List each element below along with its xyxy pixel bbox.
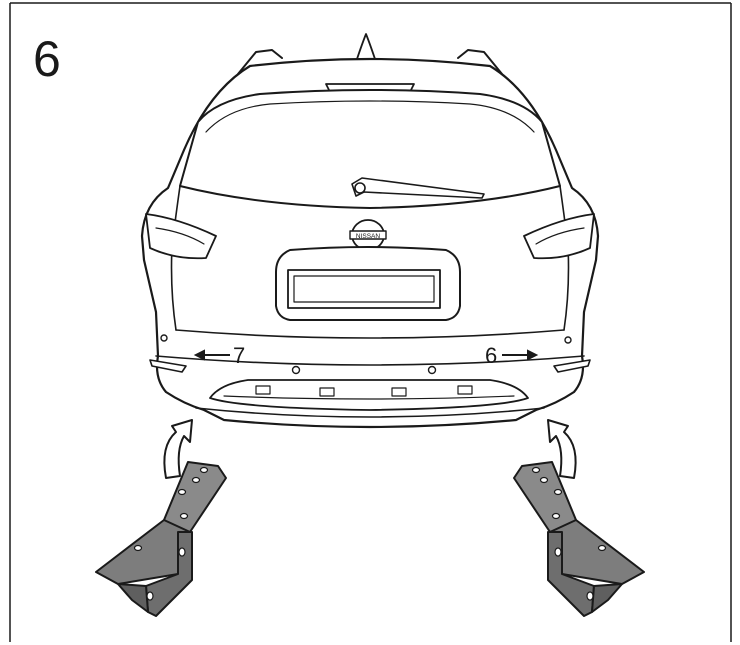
nissan-badge: NISSAN bbox=[349, 219, 387, 251]
tail-light-left bbox=[145, 213, 217, 260]
reflector-left bbox=[149, 359, 187, 373]
tail-light-right bbox=[523, 213, 595, 260]
install-arrow-left bbox=[163, 419, 193, 479]
bracket-part-6 bbox=[513, 461, 645, 617]
roof-rail-right bbox=[457, 49, 503, 75]
bracket-part-7 bbox=[95, 461, 227, 617]
callout-label-7: 7 bbox=[233, 343, 246, 368]
reflector-right bbox=[553, 359, 591, 373]
antenna bbox=[355, 33, 377, 63]
callout-label-6: 6 bbox=[485, 343, 498, 368]
rear-wiper bbox=[351, 177, 485, 199]
callout-arrow-7 bbox=[193, 349, 230, 361]
callout-arrow-6 bbox=[502, 349, 539, 361]
install-arrow-right bbox=[547, 419, 577, 479]
roof-rail-left bbox=[237, 49, 283, 75]
rear-diffuser bbox=[209, 379, 529, 411]
panel-border bbox=[9, 2, 732, 642]
svg-text:NISSAN: NISSAN bbox=[356, 233, 381, 240]
step-number: 6 bbox=[33, 31, 61, 87]
vehicle-rear: NISSAN bbox=[140, 33, 600, 429]
rear-window bbox=[179, 89, 561, 209]
